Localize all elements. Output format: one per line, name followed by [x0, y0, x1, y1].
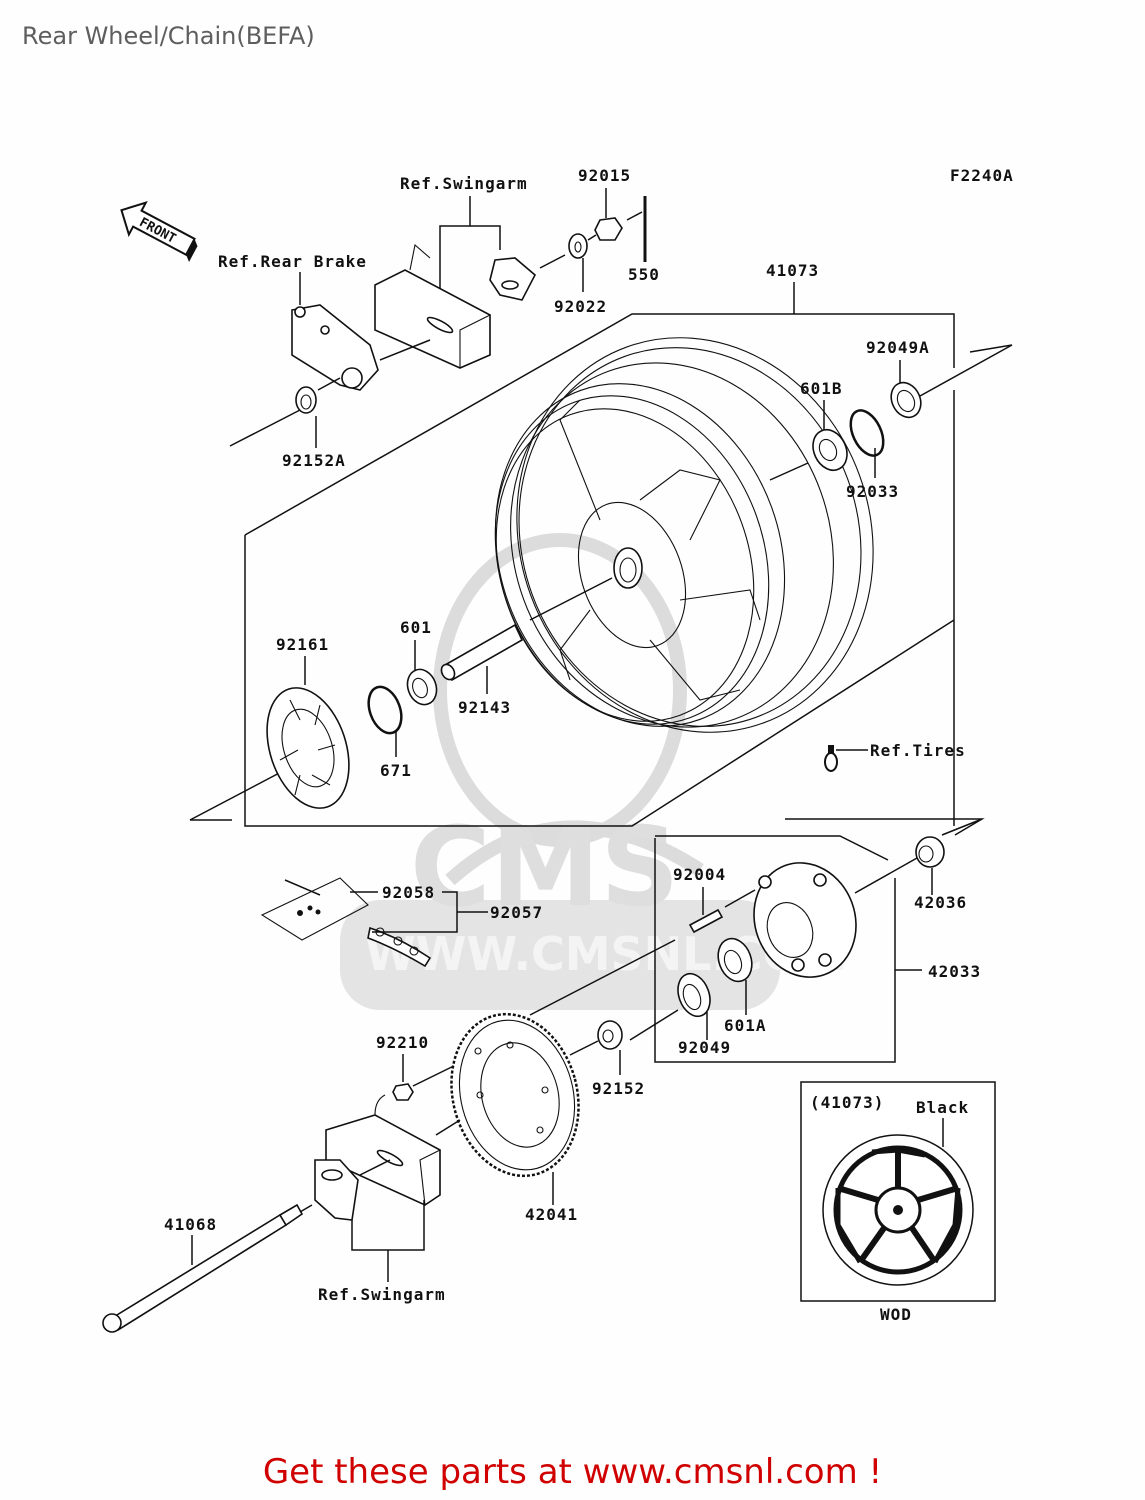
part-92033-circlip[interactable] — [844, 405, 890, 460]
label-92210[interactable]: 92210 — [376, 1033, 429, 1052]
part-92058-master-link[interactable] — [260, 877, 369, 941]
label-92004[interactable]: 92004 — [673, 865, 726, 884]
label-92049[interactable]: 92049 — [678, 1038, 731, 1057]
part-92152-collar[interactable] — [597, 1020, 623, 1050]
part-92049A-seal[interactable] — [886, 378, 927, 422]
label-92152[interactable]: 92152 — [592, 1079, 645, 1098]
label-92057[interactable]: 92057 — [490, 903, 543, 922]
tire-valve-icon — [824, 745, 838, 772]
label-42036[interactable]: 42036 — [914, 893, 967, 912]
chain-adjuster-top — [489, 257, 537, 301]
footer-cta-link[interactable]: Get these parts at www.cmsnl.com ! — [262, 1452, 883, 1492]
part-92022-washer[interactable] — [568, 233, 588, 259]
label-92022[interactable]: 92022 — [554, 297, 607, 316]
inset-color-label: Black — [916, 1098, 969, 1117]
label-601B[interactable]: 601B — [800, 379, 843, 398]
part-601-bearing[interactable] — [403, 665, 442, 708]
label-601A[interactable]: 601A — [724, 1016, 767, 1035]
inset-wheel-icon — [822, 1134, 974, 1286]
label-550[interactable]: 550 — [628, 265, 660, 284]
label-92152A[interactable]: 92152A — [282, 451, 346, 470]
inset-part-ref: (41073) — [810, 1093, 884, 1112]
part-42036-collar[interactable] — [915, 836, 945, 868]
swingarm-end — [374, 243, 491, 369]
front-arrow-icon: FRONT — [120, 201, 198, 262]
label-42041[interactable]: 42041 — [525, 1205, 578, 1224]
part-92015-nut[interactable] — [594, 217, 623, 241]
variant-inset: (41073) Black WOD — [800, 1081, 996, 1324]
label-92161[interactable]: 92161 — [276, 635, 329, 654]
part-601A-bearing[interactable] — [712, 934, 757, 986]
label-92143[interactable]: 92143 — [458, 698, 511, 717]
part-92143-spacer[interactable] — [439, 623, 524, 682]
label-92058[interactable]: 92058 — [382, 883, 435, 902]
ref-swingarm-top[interactable]: Ref.Swingarm — [400, 174, 528, 193]
part-92161-damper[interactable] — [253, 677, 364, 818]
label-92033[interactable]: 92033 — [846, 482, 899, 501]
inset-variant-code: WOD — [880, 1305, 912, 1324]
part-42041-sprocket[interactable] — [434, 1000, 596, 1191]
label-601[interactable]: 601 — [400, 618, 432, 637]
part-92210-nut[interactable] — [392, 1083, 414, 1101]
label-92015[interactable]: 92015 — [578, 166, 631, 185]
diagram-code: F2240A — [950, 166, 1014, 185]
label-42033[interactable]: 42033 — [928, 962, 981, 981]
ref-rear-brake[interactable]: Ref.Rear Brake — [218, 252, 367, 271]
part-601B-bearing[interactable] — [807, 424, 854, 476]
part-92152A[interactable] — [295, 386, 317, 414]
part-41068-axle[interactable] — [102, 1203, 304, 1333]
label-92049A[interactable]: 92049A — [866, 338, 930, 357]
label-671[interactable]: 671 — [380, 761, 412, 780]
part-92004-stud[interactable] — [688, 908, 724, 934]
rear-wheel-41073[interactable] — [449, 287, 928, 783]
part-92057-chain[interactable] — [367, 926, 432, 968]
ref-swingarm-bottom[interactable]: Ref.Swingarm — [318, 1285, 446, 1304]
part-42033-hub[interactable] — [738, 848, 872, 991]
part-671-oring[interactable] — [363, 682, 408, 737]
brake-bracket — [291, 304, 379, 391]
part-92049-seal[interactable] — [672, 969, 715, 1021]
page-title: Rear Wheel/Chain(BEFA) — [22, 22, 315, 50]
label-41073[interactable]: 41073 — [766, 261, 819, 280]
ref-tires[interactable]: Ref.Tires — [870, 741, 966, 760]
label-41068[interactable]: 41068 — [164, 1215, 217, 1234]
